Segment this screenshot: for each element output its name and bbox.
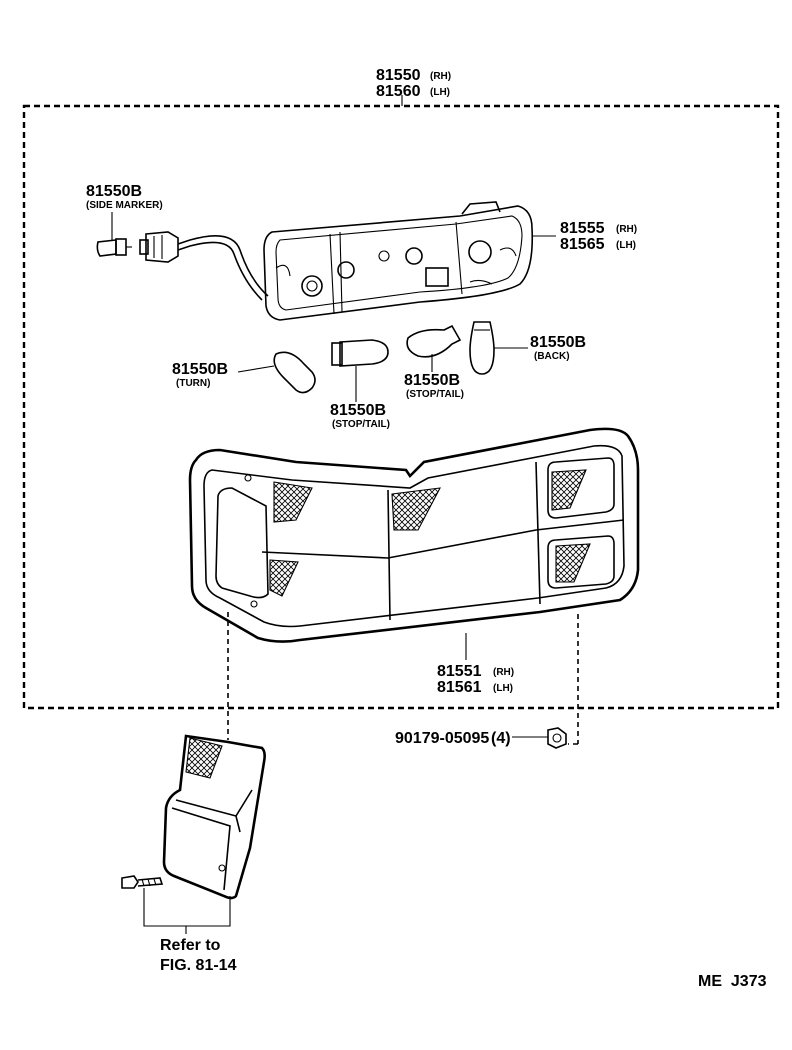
stop-tail-1-desc: (STOP/TAIL) (332, 419, 390, 430)
side-marker-bulb-drawing (96, 212, 269, 301)
side-marker-pn: 81550B (86, 183, 142, 200)
assembly-tag-lh: (LH) (430, 87, 450, 98)
reference-label: Refer to FIG. 81-14 (160, 937, 237, 974)
socket-housing-tag-lh: (LH) (616, 240, 636, 251)
side-lamp-drawing (162, 734, 266, 900)
socket-housing-pn-lh: 81565 (560, 236, 605, 253)
leader-lines (227, 612, 579, 745)
nut-label: 90179-05095 (4) (395, 730, 511, 747)
back-desc: (BACK) (534, 351, 570, 362)
assembly-tag-rh: (RH) (430, 71, 451, 82)
nut-qty: (4) (491, 730, 511, 747)
stop-tail-2-desc: (STOP/TAIL) (406, 389, 464, 400)
stop-tail-bulb-2-drawing (406, 324, 462, 372)
turn-bulb-drawing (237, 351, 316, 394)
turn-desc: (TURN) (176, 378, 210, 389)
side-marker-desc: (SIDE MARKER) (86, 200, 163, 211)
turn-label: 81550B (TURN) (172, 361, 228, 389)
lens-drawing (188, 427, 640, 643)
stop-tail-bulb-1-drawing (331, 339, 389, 402)
stop-tail-2-label: 81550B (STOP/TAIL) (404, 372, 464, 400)
turn-pn: 81550B (172, 361, 228, 378)
assembly-label: 81550 (RH) 81560 (LH) (376, 67, 451, 100)
nut-drawing (512, 727, 567, 749)
nut-pn: 90179-05095 (395, 730, 489, 747)
figure-code: ME J373 (698, 973, 767, 990)
socket-housing-label: 81555 (RH) 81565 (LH) (532, 220, 637, 253)
lens-pn-lh: 81561 (437, 679, 482, 696)
lens-tag-rh: (RH) (493, 667, 514, 678)
socket-housing-tag-rh: (RH) (616, 224, 637, 235)
back-label: 81550B (BACK) (530, 334, 586, 362)
socket-housing-pn-rh: 81555 (560, 220, 605, 237)
socket-housing-drawing (263, 201, 534, 321)
reference-line1: Refer to (160, 937, 221, 954)
reference-line2: FIG. 81-14 (160, 957, 237, 974)
stop-tail-2-pn: 81550B (404, 372, 460, 389)
back-bulb-drawing (469, 321, 528, 375)
stop-tail-1-pn: 81550B (330, 402, 386, 419)
reference-bracket (143, 888, 231, 934)
lens-tag-lh: (LH) (493, 683, 513, 694)
assembly-pn-rh: 81550 (376, 67, 421, 84)
lens-label: 81551 (RH) 81561 (LH) (437, 633, 514, 696)
assembly-frame (22, 95, 780, 710)
back-pn: 81550B (530, 334, 586, 351)
lens-pn-rh: 81551 (437, 663, 482, 680)
side-marker-label: 81550B (SIDE MARKER) (86, 183, 163, 211)
stop-tail-1-label: 81550B (STOP/TAIL) (330, 402, 390, 430)
screw-drawing (121, 875, 164, 889)
assembly-pn-lh: 81560 (376, 83, 421, 100)
